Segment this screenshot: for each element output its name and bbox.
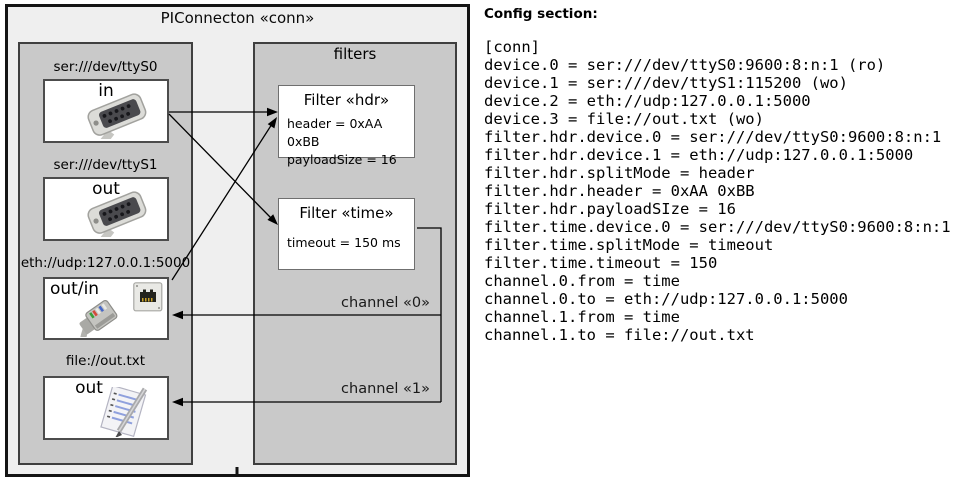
device-direction: out [75,378,103,398]
ethernet-plug-icon [78,299,118,337]
filter-property: payloadSize = 16 [287,152,397,167]
filter-title: Filter «time» [299,204,394,222]
device-direction: out [92,179,120,199]
filters-panel: filters Filter «hdr» header = 0xAA 0xBB … [253,42,457,465]
filter-box-time: Filter «time» timeout = 150 ms [278,198,415,270]
connector-diagram-frame: PIConnecton «conn» ser:///dev/ttyS0 in s… [5,4,470,477]
device-direction: out/in [50,279,100,299]
device-label-ttyS1: ser:///dev/ttyS1 [53,157,158,173]
filters-panel-title: filters [333,45,377,63]
notepad-icon [100,387,148,437]
filter-property: timeout = 150 ms [287,235,401,250]
diagram-title: PIConnecton «conn» [160,9,315,27]
config-heading: Config section: [484,6,598,22]
channel-1-label: channel «1» [341,381,430,397]
device-label-eth: eth://udp:127.0.0.1:5000 [20,255,191,271]
device-box-ttyS0: in [43,79,169,143]
device-label-file: file://out.txt [65,353,146,369]
channel-0-label: channel «0» [341,295,430,311]
filter-title: Filter «hdr» [303,91,390,109]
serial-db9-icon [87,191,147,237]
config-text: [conn] device.0 = ser:///dev/ttyS0:9600:… [484,38,951,344]
ethernet-socket-icon [133,282,163,312]
filter-box-hdr: Filter «hdr» header = 0xAA 0xBB payloadS… [278,85,415,167]
device-box-eth: out/in [43,277,169,340]
filter-property: header = 0xAA 0xBB [287,116,383,149]
device-label-ttyS0: ser:///dev/ttyS0 [53,59,158,75]
serial-db9-icon [87,93,147,139]
devices-panel: ser:///dev/ttyS0 in ser:///dev/ttyS1 out [18,42,193,465]
device-box-ttyS1: out [43,177,169,241]
device-direction: in [98,81,114,101]
device-box-file: out [43,376,169,440]
